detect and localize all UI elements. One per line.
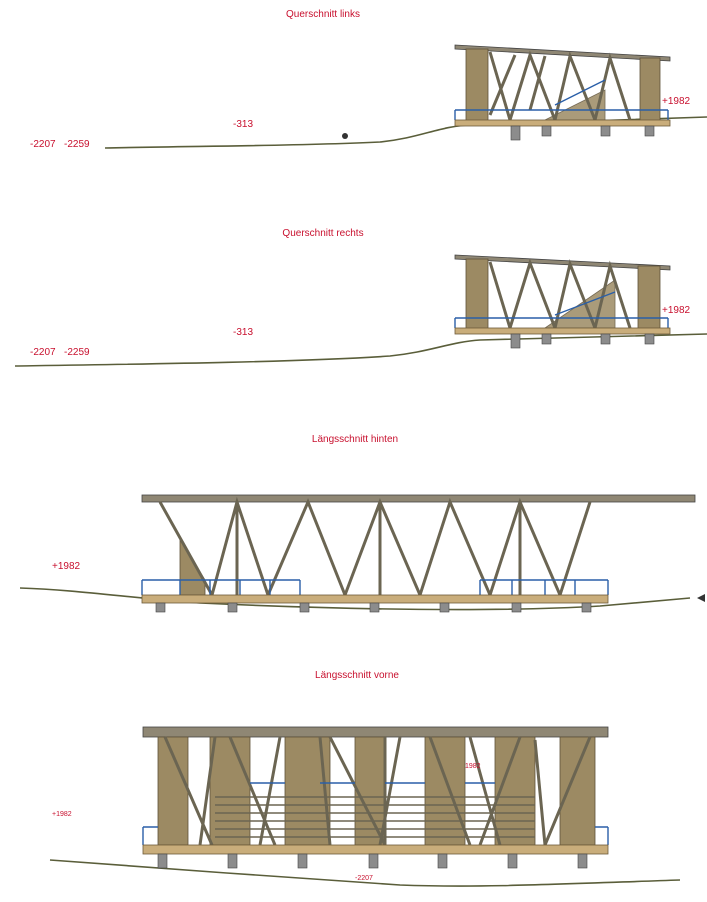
- level-label: -313: [233, 119, 253, 130]
- ground-line: [14, 333, 707, 367]
- level-label: +1982: [52, 561, 81, 572]
- section-title: Längsschnitt hinten: [312, 434, 398, 445]
- level-label: -2207: [30, 347, 56, 358]
- pavilion-front-section: [142, 726, 609, 869]
- ground-line: [19, 587, 691, 611]
- section-title: Querschnitt links: [286, 9, 360, 20]
- ground-line: [49, 859, 681, 887]
- ground-line: [104, 116, 707, 149]
- level-label: +1982: [662, 305, 691, 316]
- pavilion-cross-section: [454, 44, 671, 141]
- level-label: -2207: [355, 875, 373, 882]
- section-querschnitt-links: Querschnitt links -2207 -2259 -313 +1982: [30, 9, 707, 150]
- level-label: -2259: [64, 347, 90, 358]
- level-label: -313: [233, 327, 253, 338]
- section-laengsschnitt-vorne: Längsschnitt vorne: [49, 670, 681, 887]
- section-laengsschnitt-hinten: Längsschnitt hinten +1982: [19, 434, 705, 613]
- section-title: Querschnitt rechts: [282, 228, 363, 239]
- person-figure: [342, 133, 348, 139]
- section-querschnitt-rechts: Querschnitt rechts -2207 -2259 -313 +198…: [14, 228, 707, 367]
- level-label: -2259: [64, 139, 90, 150]
- level-label: 1982: [465, 763, 481, 770]
- level-label: +1982: [52, 811, 72, 818]
- pavilion-long-section: [141, 494, 696, 613]
- pavilion-cross-section: [454, 254, 671, 349]
- level-label: -2207: [30, 139, 56, 150]
- section-title: Längsschnitt vorne: [315, 670, 399, 681]
- arrow-icon: [697, 594, 705, 602]
- level-label: +1982: [662, 96, 691, 107]
